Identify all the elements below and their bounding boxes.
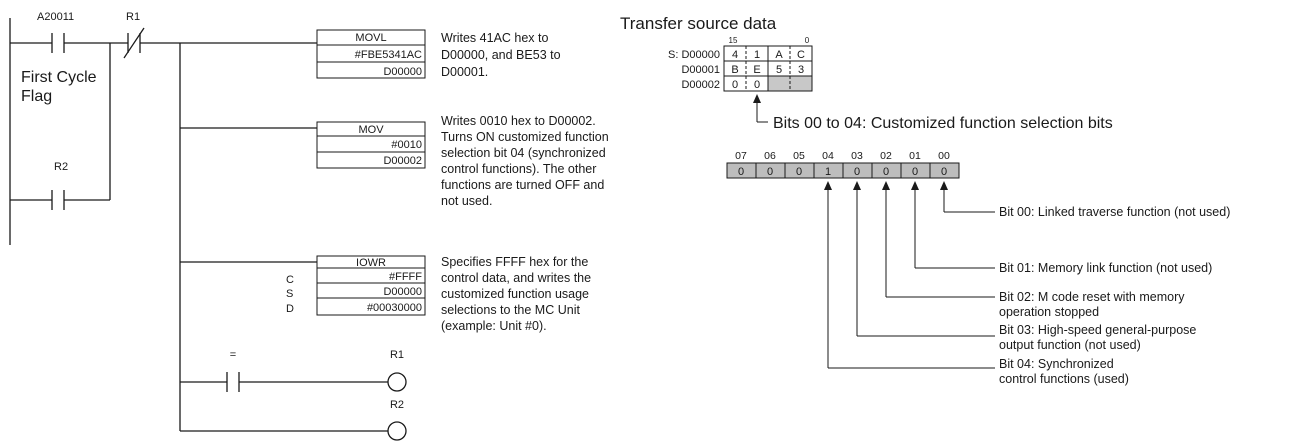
coil-r1-label: R1: [390, 349, 404, 361]
iowr-operand-label-s: S: [286, 288, 293, 300]
bit-value: 0: [738, 166, 744, 178]
transfer-cell: 3: [798, 64, 804, 76]
coil-r2-label: R2: [390, 399, 404, 411]
bit-number: 03: [851, 150, 863, 162]
bit-number: 05: [793, 150, 805, 162]
movl-description-line: Writes 41AC hex to: [441, 31, 549, 45]
first-cycle-flag-label: First Cycle: [21, 69, 97, 86]
callout-bit-04-line2: control functions (used): [999, 372, 1129, 386]
bit-number: 04: [822, 150, 834, 162]
compare-contact-label: =: [230, 349, 236, 361]
transfer-row-label: S: D00000: [668, 49, 720, 61]
bit-value: 0: [767, 166, 773, 178]
bitfield-register: [726, 162, 960, 179]
mov-operand-dest: D00002: [383, 155, 422, 167]
mov-description-line: control functions). The other: [441, 162, 596, 176]
movl-operand-source: #FBE5341AC: [355, 49, 422, 61]
bit-value: 0: [796, 166, 802, 178]
contact-a20011-label: A20011: [37, 11, 74, 23]
bit-number: 02: [880, 150, 892, 162]
callout-bit-02-leader: [882, 181, 995, 298]
bit-number: 07: [735, 150, 747, 162]
movl-description-line: D00001.: [441, 65, 488, 79]
compare-contact: [226, 372, 240, 392]
bit-value: 0: [941, 166, 947, 178]
bits-note-pointer: [753, 94, 768, 123]
transfer-bit-high: 15: [729, 36, 738, 45]
transfer-cell: 4: [732, 49, 738, 61]
callout-bit-03-leader: [853, 181, 995, 337]
coil-r1: [387, 372, 407, 392]
iowr-description-line: (example: Unit #0).: [441, 319, 547, 333]
transfer-title: Transfer source data: [620, 14, 777, 33]
callout-bit-03: Bit 03: High-speed general-purpose: [999, 323, 1196, 337]
iowr-description-line: customized function usage: [441, 287, 589, 301]
bit-value: 0: [912, 166, 918, 178]
bit-number: 01: [909, 150, 921, 162]
mov-description-line: not used.: [441, 194, 492, 208]
mov-operand-source: #0010: [391, 139, 422, 151]
iowr-operand-control: #FFFF: [389, 271, 422, 283]
iowr-operand-source: D00000: [383, 286, 422, 298]
bit-value: 0: [854, 166, 860, 178]
callout-bit-00-leader: [940, 181, 995, 213]
transfer-row-label: D00001: [681, 64, 720, 76]
transfer-table: [723, 45, 813, 92]
iowr-description-line: control data, and writes the: [441, 271, 591, 285]
mov-description-line: Turns ON customized function: [441, 130, 609, 144]
callout-bit-02-line2: operation stopped: [999, 305, 1099, 319]
mov-description-line: functions are turned OFF and: [441, 178, 604, 192]
callout-bit-01: Bit 01: Memory link function (not used): [999, 261, 1212, 275]
iowr-description-line: selections to the MC Unit: [441, 303, 580, 317]
mov-mnemonic: MOV: [358, 124, 384, 136]
transfer-cell: 1: [754, 49, 760, 61]
transfer-cell: C: [797, 49, 805, 61]
callout-bit-04: Bit 04: Synchronized: [999, 357, 1114, 371]
bit-value: 0: [883, 166, 889, 178]
mov-instruction: [316, 121, 426, 169]
iowr-operand-label-c: C: [286, 274, 294, 286]
callout-bit-03-line2: output function (not used): [999, 338, 1141, 352]
mov-description-line: Writes 0010 hex to D00002.: [441, 114, 596, 128]
transfer-bit-low: 0: [805, 36, 810, 45]
iowr-instruction: [316, 255, 426, 316]
coil-r2: [387, 421, 407, 441]
callout-bit-04-leader: [824, 181, 995, 369]
contact-r2: [51, 190, 65, 210]
transfer-cell: 0: [754, 79, 760, 91]
transfer-row-label: D00002: [681, 79, 720, 91]
contact-r1-label: R1: [126, 11, 140, 23]
bit-number: 06: [764, 150, 776, 162]
movl-description-line: D00000, and BE53 to: [441, 48, 561, 62]
movl-mnemonic: MOVL: [355, 32, 386, 44]
bit-number: 00: [938, 150, 950, 162]
callout-bit-01-leader: [911, 181, 995, 269]
iowr-operand-label-d: D: [286, 303, 294, 315]
iowr-description-line: Specifies FFFF hex for the: [441, 255, 588, 269]
transfer-cell: A: [775, 49, 783, 61]
iowr-mnemonic: IOWR: [356, 257, 386, 269]
contact-r2-label: R2: [54, 161, 68, 173]
mov-description-line: selection bit 04 (synchronized: [441, 146, 606, 160]
transfer-cell: 5: [776, 64, 782, 76]
movl-instruction: [316, 29, 426, 79]
first-cycle-flag-label-2: Flag: [21, 88, 52, 105]
iowr-operand-dest: #00030000: [367, 302, 422, 314]
transfer-cell: 0: [732, 79, 738, 91]
bit-value: 1: [825, 166, 831, 178]
transfer-cell: B: [731, 64, 738, 76]
bits-note: Bits 00 to 04: Customized function selec…: [773, 115, 1113, 132]
callout-bit-00: Bit 00: Linked traverse function (not us…: [999, 205, 1230, 219]
contact-a20011: [51, 33, 65, 53]
bitfield-numbers: 07 06 05 04 03 02 01 00: [735, 150, 950, 162]
movl-operand-dest: D00000: [383, 66, 422, 78]
transfer-cell: E: [753, 64, 760, 76]
callout-bit-02: Bit 02: M code reset with memory: [999, 290, 1185, 304]
